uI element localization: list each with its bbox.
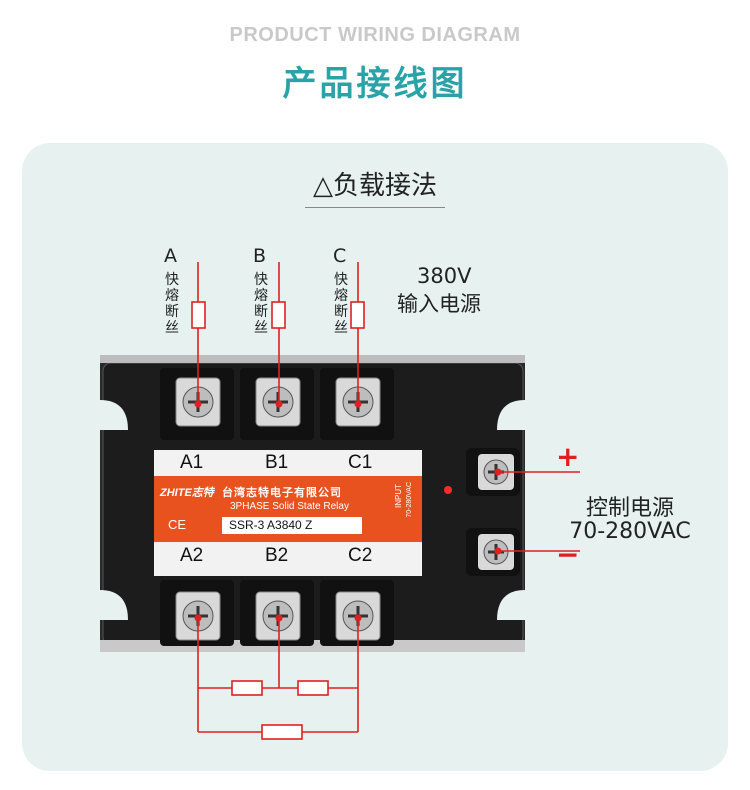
brand-logo: ZHITE志特 <box>160 484 214 500</box>
terminal-c2-label: C2 <box>348 545 373 566</box>
section-underline <box>305 207 445 208</box>
control-voltage-range: 70-280VAC <box>569 519 691 544</box>
fuse-a-text: 快熔断丝 <box>165 272 179 336</box>
section-title: △负载接法 <box>313 171 437 201</box>
brand-name: ZHITE <box>160 487 192 499</box>
label-plate <box>154 450 422 576</box>
fuse-b-phase-label: B <box>253 245 267 267</box>
company-name: 台湾志特电子有限公司 <box>222 487 342 499</box>
status-led <box>444 486 452 494</box>
input-label: INPUT <box>394 484 403 508</box>
fuse-a-phase-label: A <box>164 245 177 267</box>
brand-name-cn: 志特 <box>191 487 214 499</box>
fuse-symbols <box>191 301 365 329</box>
control-wires <box>498 471 580 552</box>
input-voltage: 380V <box>417 264 472 288</box>
control-power-label: 控制电源 <box>585 496 674 521</box>
delta-load-network <box>197 618 359 733</box>
model-number: SSR-3 A3840 Z <box>229 518 313 532</box>
title-english: PRODUCT WIRING DIAGRAM <box>229 24 521 46</box>
fuse-c-phase-label: C <box>333 245 347 267</box>
title-chinese: 产品接线图 <box>282 64 468 104</box>
phase-wires <box>197 262 359 404</box>
terminal-a2-label: A2 <box>180 545 204 566</box>
control-minus-sign: − <box>556 538 580 571</box>
fuse-b-text: 快熔断丝 <box>254 272 268 336</box>
terminal-b2-label: B2 <box>265 545 289 566</box>
terminal-b1-label: B1 <box>265 452 289 473</box>
terminal-c1-label: C1 <box>348 452 373 473</box>
input-power-label: 输入电源 <box>397 292 481 316</box>
control-plus-sign: + <box>556 440 580 473</box>
terminal-a1-label: A1 <box>180 452 204 473</box>
ce-mark: CE <box>168 517 187 532</box>
fuse-c-text: 快熔断丝 <box>334 272 348 336</box>
relay-subtitle: 3PHASE Solid State Relay <box>230 501 349 512</box>
load-resistors <box>231 680 329 740</box>
input-range: 70-280VAC <box>406 482 413 518</box>
